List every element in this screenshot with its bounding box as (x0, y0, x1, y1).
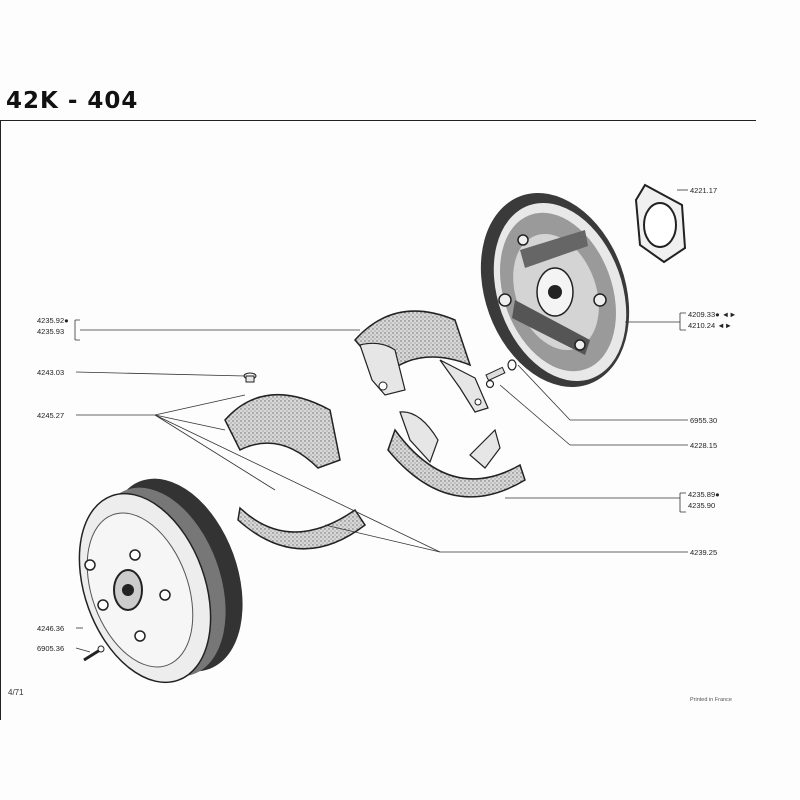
part-label: 4243.03 (37, 368, 65, 377)
backing-plate (480, 193, 630, 387)
leader-lines (74, 189, 688, 653)
upper-brake-shoe (354, 310, 489, 413)
printed-note: Printed in France (690, 697, 732, 703)
rivet (243, 372, 257, 383)
part-label: 4235.92● (37, 316, 69, 325)
gasket-plate (634, 183, 687, 264)
lower-brake-shoe (387, 411, 526, 498)
page-title: 42K - 404 (6, 88, 139, 114)
arrow-pair-icon: ◄► (721, 310, 737, 319)
part-label: 4235.90 (688, 501, 716, 510)
page-number: 4/71 (8, 688, 24, 697)
left-rule (0, 120, 1, 720)
lower-lining (237, 506, 367, 550)
part-label: 4246.36 (37, 624, 65, 633)
part-label: 4245.27 (37, 411, 65, 420)
part-label: 4228.15 (690, 441, 718, 450)
part-label: 4210.24 ◄► (688, 321, 733, 330)
part-label: 4235.89● (688, 490, 720, 499)
pin-and-washer (485, 359, 517, 389)
arrow-pair-icon: ◄► (717, 321, 733, 330)
part-label: 4239.25 (690, 548, 718, 557)
header-rule (0, 120, 756, 121)
screw (83, 645, 105, 662)
marker-dot-icon: ● (715, 490, 720, 499)
part-label: 6955.30 (690, 416, 718, 425)
part-label: 4235.93 (37, 327, 65, 336)
brake-drum (78, 478, 243, 684)
part-label: 4209.33● ◄► (688, 310, 737, 319)
marker-dot-icon: ● (715, 310, 720, 319)
upper-lining (224, 393, 341, 469)
marker-dot-icon: ● (64, 316, 69, 325)
part-label: 4221.17 (690, 186, 718, 195)
part-label: 6905.36 (37, 644, 65, 653)
